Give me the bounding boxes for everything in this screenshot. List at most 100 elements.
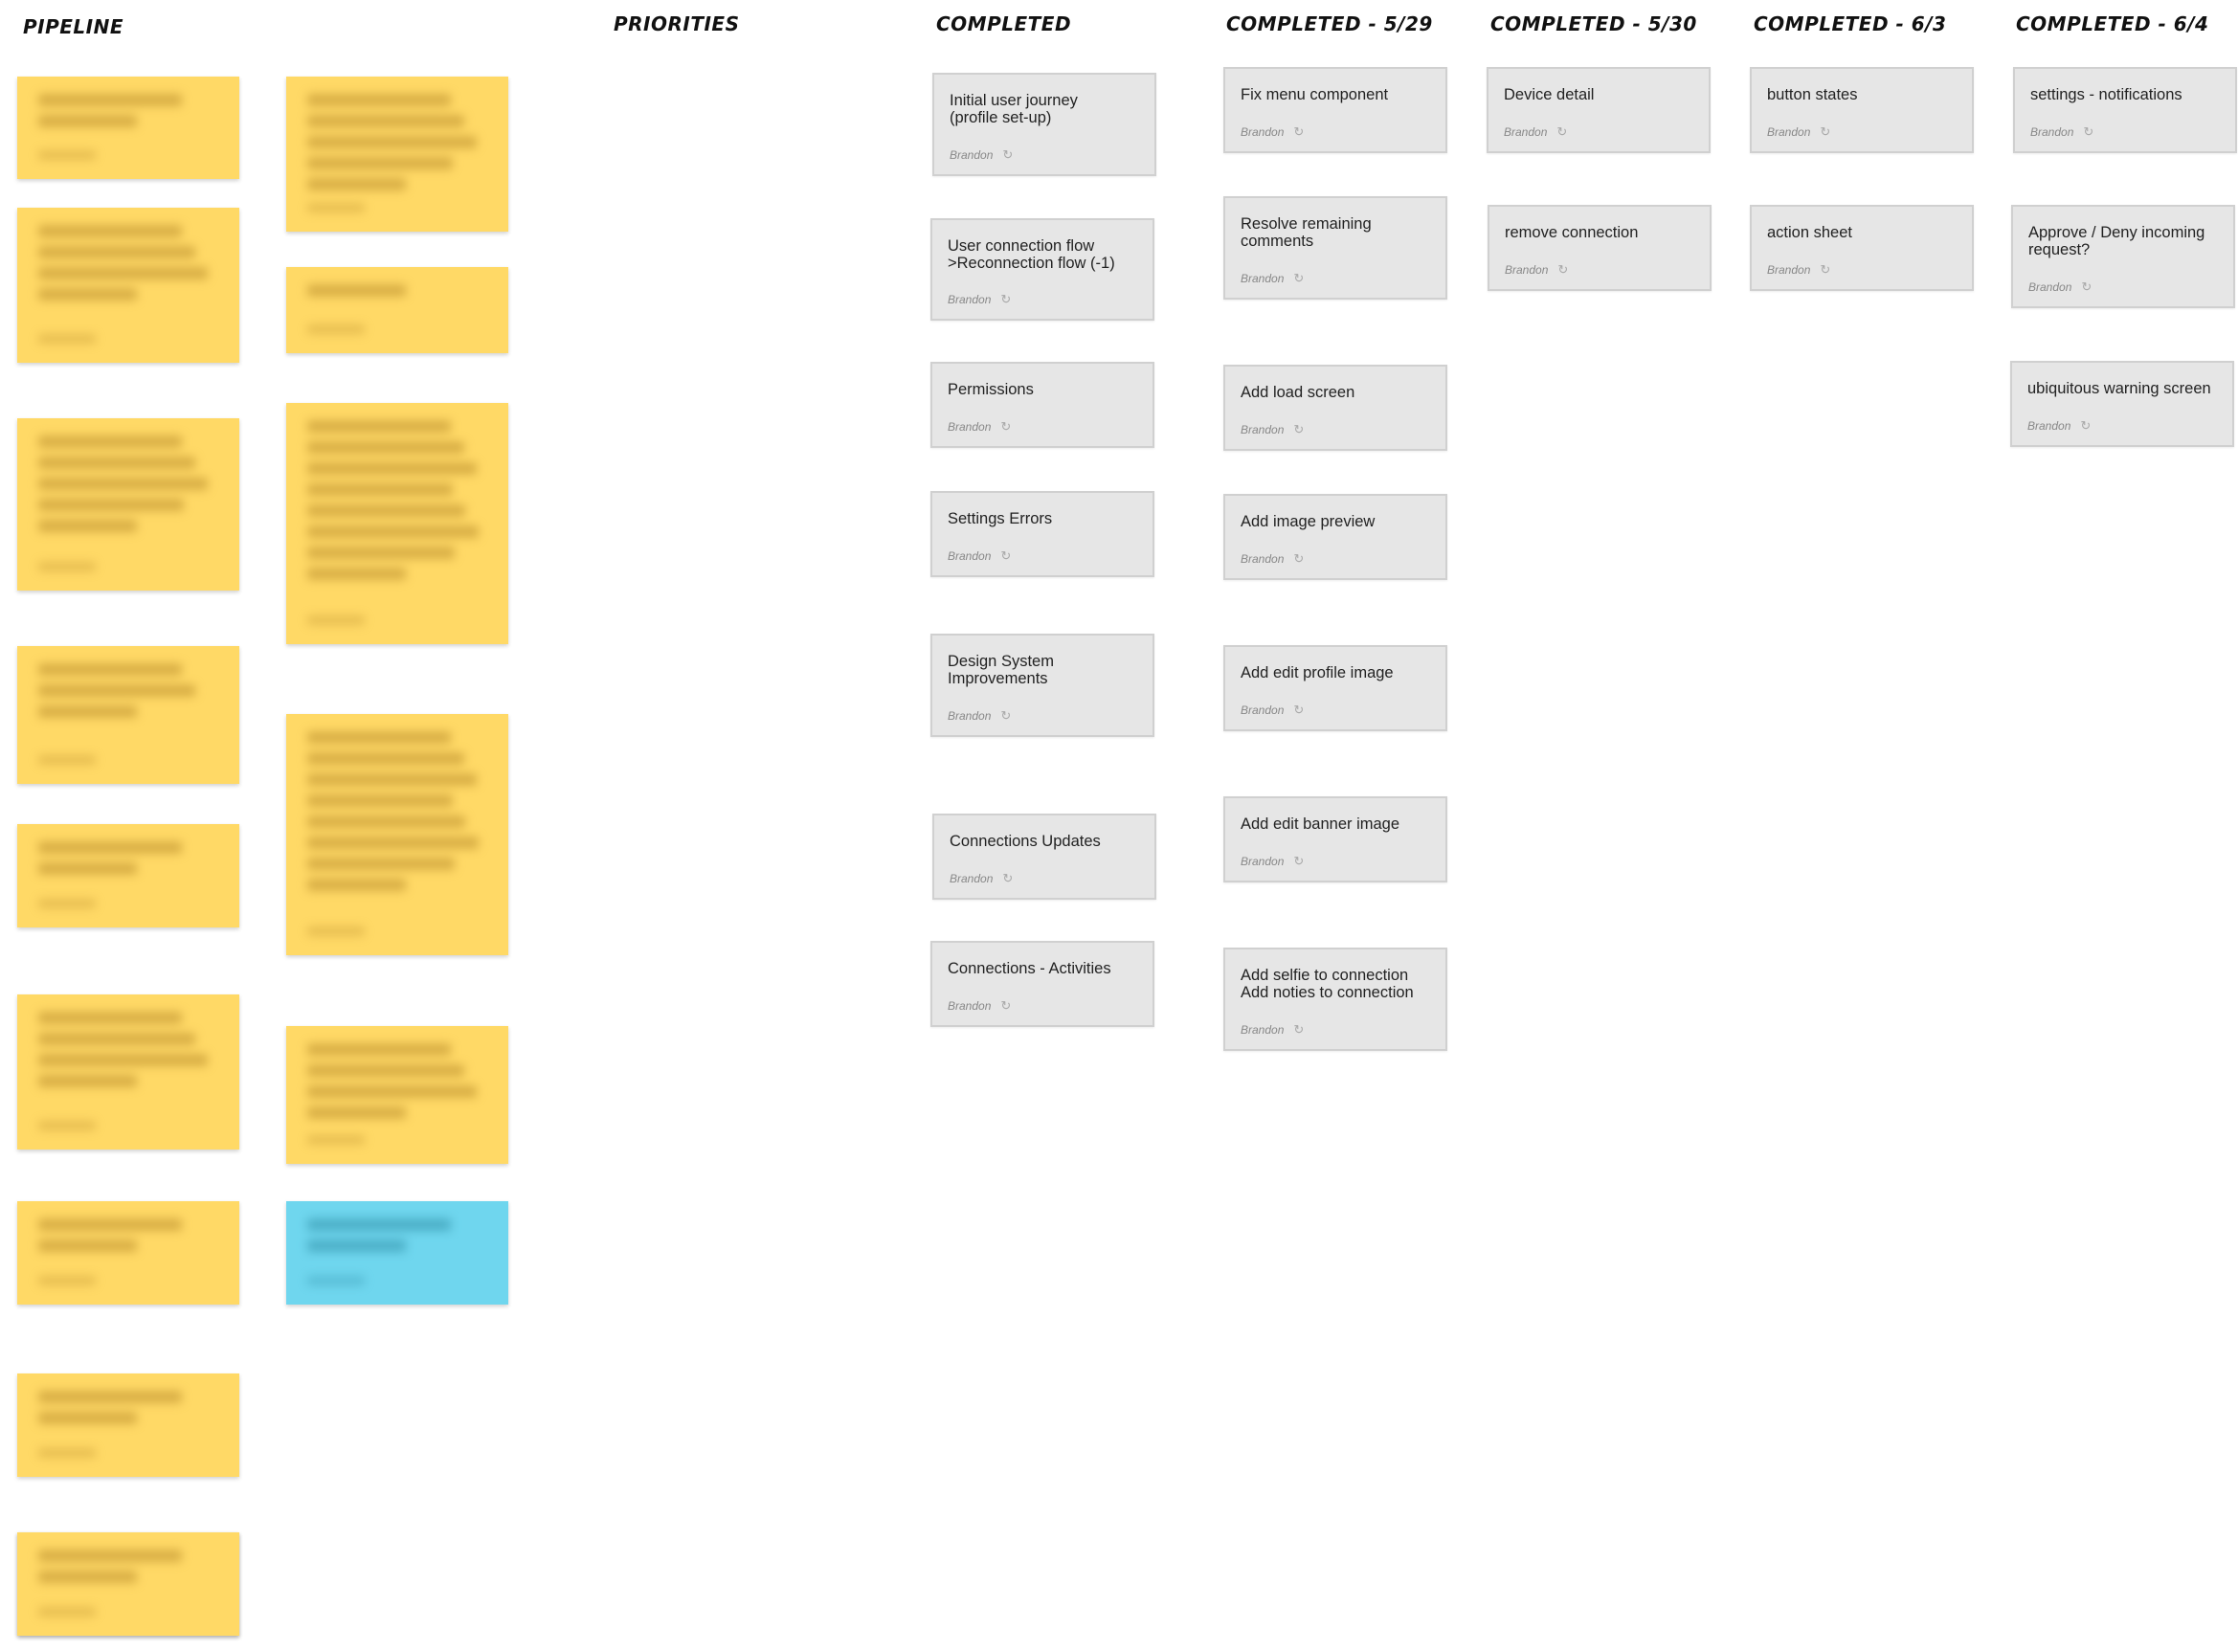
- task-card-title: action sheet: [1767, 224, 1852, 241]
- task-card-author: Brandon: [948, 999, 992, 1013]
- task-card-author: Brandon: [1241, 1023, 1285, 1037]
- blurred-text-line: [307, 441, 464, 454]
- task-card-author: Brandon: [948, 549, 992, 563]
- sync-icon: ↻: [1002, 871, 1014, 885]
- blurred-author: [307, 615, 365, 625]
- sticky-note-blue[interactable]: [286, 1201, 508, 1305]
- blurred-author: [38, 562, 96, 571]
- task-card-meta: Brandon↻: [948, 708, 1011, 724]
- task-card-author: Brandon: [1241, 125, 1285, 139]
- sticky-note[interactable]: [286, 403, 508, 644]
- sync-icon: ↻: [1293, 124, 1305, 139]
- sticky-note[interactable]: [17, 1373, 239, 1477]
- blurred-text-line: [307, 815, 466, 828]
- sticky-note[interactable]: [17, 824, 239, 927]
- sync-icon: ↻: [1002, 147, 1014, 162]
- sticky-note[interactable]: [17, 646, 239, 784]
- task-card-meta: Brandon↻: [2027, 418, 2091, 434]
- blurred-text-line: [38, 1218, 183, 1231]
- sticky-note[interactable]: [286, 714, 508, 955]
- blurred-text-line: [38, 457, 195, 469]
- task-card-title: Add edit profile image: [1241, 664, 1394, 681]
- blurred-author: [38, 1607, 96, 1617]
- blurred-text-line: [38, 115, 138, 127]
- sticky-note[interactable]: [17, 77, 239, 179]
- blurred-text-line: [38, 1033, 195, 1045]
- blurred-author: [38, 150, 96, 160]
- blurred-author: [38, 1121, 96, 1130]
- task-card[interactable]: User connection flow >Reconnection flow …: [930, 218, 1154, 321]
- blurred-text-line: [307, 1064, 464, 1077]
- task-card[interactable]: Approve / Deny incoming request?Brandon↻: [2011, 205, 2235, 308]
- blurred-author: [307, 1276, 365, 1285]
- sync-icon: ↻: [1293, 854, 1305, 868]
- blurred-text-line: [307, 462, 477, 475]
- sticky-note[interactable]: [17, 208, 239, 363]
- blurred-text-line: [38, 705, 138, 718]
- task-card-title: Connections - Activities: [948, 960, 1111, 977]
- task-card-title: Device detail: [1504, 86, 1595, 103]
- sticky-note[interactable]: [17, 1201, 239, 1305]
- task-card-title: Add image preview: [1241, 513, 1376, 530]
- task-card-meta: Brandon↻: [1241, 271, 1304, 286]
- blurred-text-line: [307, 504, 466, 517]
- blurred-text-line: [38, 1012, 183, 1024]
- task-card-meta: Brandon↻: [2030, 124, 2093, 140]
- task-card-title: Fix menu component: [1241, 86, 1389, 103]
- sync-icon: ↻: [1000, 419, 1012, 434]
- sticky-note[interactable]: [286, 267, 508, 353]
- task-card-meta: Brandon↻: [1241, 703, 1304, 718]
- sync-icon: ↻: [1000, 998, 1012, 1013]
- blurred-text-line: [307, 858, 456, 870]
- blurred-text-line: [307, 420, 452, 433]
- sticky-note[interactable]: [17, 1532, 239, 1636]
- task-card-author: Brandon: [2027, 419, 2071, 433]
- sync-icon: ↻: [1293, 551, 1305, 566]
- blurred-author: [307, 1135, 365, 1145]
- blurred-content: [307, 284, 487, 334]
- sticky-note[interactable]: [17, 994, 239, 1150]
- task-card-meta: Brandon↻: [950, 147, 1013, 163]
- task-card-author: Brandon: [1505, 263, 1549, 277]
- blurred-content: [38, 663, 218, 765]
- task-card-title: Permissions: [948, 381, 1034, 398]
- task-card-author: Brandon: [950, 872, 994, 885]
- blurred-text-line: [307, 1106, 407, 1119]
- task-card-title: remove connection: [1505, 224, 1639, 241]
- blurred-text-line: [307, 1218, 452, 1231]
- blurred-text-line: [307, 837, 479, 849]
- sticky-note[interactable]: [286, 1026, 508, 1164]
- task-card-meta: Brandon↻: [1241, 551, 1304, 567]
- blurred-text-line: [307, 136, 477, 148]
- task-card-title: Design System Improvements: [948, 653, 1054, 687]
- task-card-meta: Brandon↻: [1505, 262, 1568, 278]
- blurred-text-line: [38, 499, 185, 511]
- task-card-title: User connection flow >Reconnection flow …: [948, 237, 1115, 272]
- sticky-note[interactable]: [17, 418, 239, 591]
- sticky-note[interactable]: [286, 77, 508, 232]
- task-card[interactable]: Initial user journey (profile set-up)Bra…: [932, 73, 1156, 176]
- task-card[interactable]: Add selfie to connection Add noties to c…: [1223, 948, 1447, 1051]
- blurred-text-line: [38, 1550, 183, 1562]
- task-card-meta: Brandon↻: [1241, 854, 1304, 869]
- task-card-author: Brandon: [948, 709, 992, 723]
- task-card-title: Settings Errors: [948, 510, 1053, 527]
- blurred-text-line: [307, 794, 454, 807]
